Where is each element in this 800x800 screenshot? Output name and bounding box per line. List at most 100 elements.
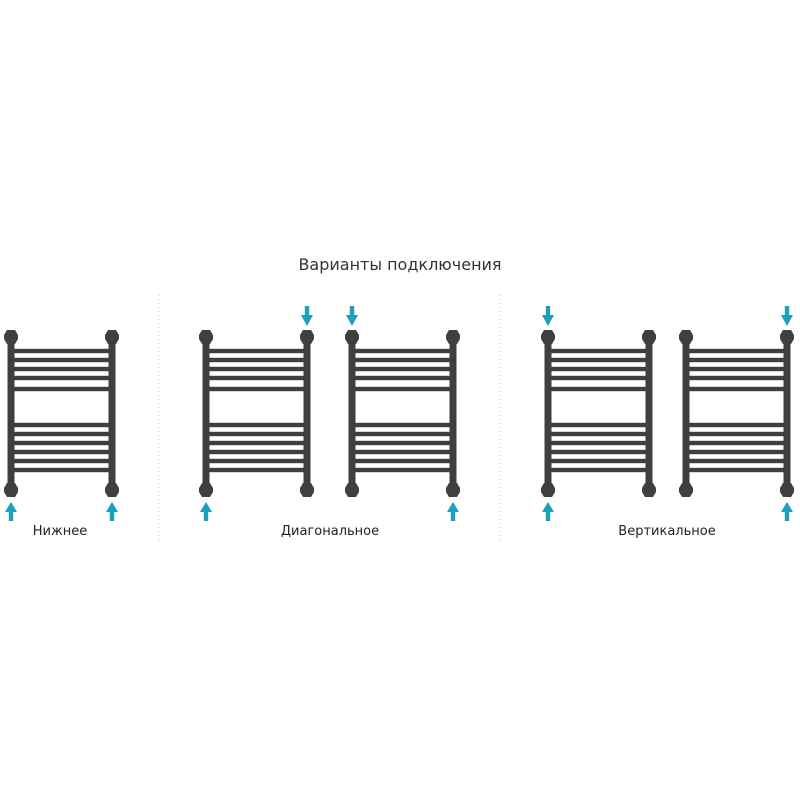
rail-vertical-2-bar-5 xyxy=(686,386,787,392)
rail-diagonal-1-bar-3 xyxy=(206,366,307,372)
rail-vertical-1-cap-top-left xyxy=(541,330,555,344)
rail-diagonal-2-bar-9 xyxy=(352,449,453,455)
rail-bottom-1-bar-9 xyxy=(11,449,112,455)
rail-bottom-1-bottom-right-arrow-up-icon-shaft xyxy=(109,511,115,521)
rail-bottom-1-post-left xyxy=(7,337,15,490)
rail-bottom-1-bottom-left-arrow-up-icon-head xyxy=(5,502,17,512)
rail-diagonal-1-cap-bottom-left xyxy=(199,483,213,497)
rail-diagonal-2-post-right xyxy=(449,337,457,490)
rail-vertical-1-bottom-left-arrow-up-icon-shaft xyxy=(545,511,551,521)
rail-diagonal-1-bottom-left-arrow-up-icon xyxy=(200,502,212,521)
rail-vertical-2-bar-11 xyxy=(686,467,787,473)
rail-diagonal-1-bar-7 xyxy=(206,431,307,437)
rails-layer xyxy=(4,306,794,521)
rail-diagonal-1-top-right-arrow-down-icon-shaft xyxy=(304,306,310,316)
caption-bottom: Нижнее xyxy=(32,524,88,539)
rail-vertical-2-post-left xyxy=(682,337,690,490)
rail-diagonal-1-bar-2 xyxy=(206,357,307,363)
rail-vertical-1-bottom-left-arrow-up-icon-head xyxy=(542,502,554,512)
rail-diagonal-1-top-right-arrow-down-icon xyxy=(301,306,313,326)
rail-vertical-2-bar-9 xyxy=(686,449,787,455)
rail-diagonal-1-bottom-left-arrow-up-icon-head xyxy=(200,502,212,512)
rail-diagonal-1-post-right xyxy=(303,337,311,490)
rail-vertical-2-bar-7 xyxy=(686,431,787,437)
rail-vertical-2-towel-rail-icon xyxy=(679,306,794,521)
rail-vertical-1-bar-4 xyxy=(548,375,649,381)
rail-vertical-2-bar-6 xyxy=(686,422,787,428)
rail-bottom-1-bar-8 xyxy=(11,440,112,446)
rail-diagonal-1-post-left xyxy=(202,337,210,490)
rail-vertical-2-cap-top-right xyxy=(780,330,794,344)
rail-vertical-1-cap-bottom-left xyxy=(541,483,555,497)
rail-diagonal-2-top-left-arrow-down-icon xyxy=(346,306,358,326)
rail-diagonal-2-bar-2 xyxy=(352,357,453,363)
rail-vertical-1-bottom-left-arrow-up-icon xyxy=(542,502,554,521)
rail-vertical-2-post-right xyxy=(783,337,791,490)
rail-vertical-1-top-left-arrow-down-icon-head xyxy=(542,315,554,326)
rail-vertical-2-bar-10 xyxy=(686,458,787,464)
rail-bottom-1-bar-10 xyxy=(11,458,112,464)
rail-vertical-1-post-left xyxy=(544,337,552,490)
rail-vertical-1-bar-7 xyxy=(548,431,649,437)
rail-diagonal-2-cap-bottom-left xyxy=(345,483,359,497)
rail-diagonal-1-bar-9 xyxy=(206,449,307,455)
rail-bottom-1-bar-11 xyxy=(11,467,112,473)
rail-diagonal-2-bottom-right-arrow-up-icon xyxy=(447,502,459,521)
rail-vertical-1-towel-rail-icon xyxy=(541,306,656,521)
rail-diagonal-1-bar-11 xyxy=(206,467,307,473)
rail-diagonal-2-top-left-arrow-down-icon-shaft xyxy=(349,306,355,316)
rail-bottom-1-bar-5 xyxy=(11,386,112,392)
rail-bottom-1-bar-3 xyxy=(11,366,112,372)
rail-vertical-1-bar-9 xyxy=(548,449,649,455)
rail-diagonal-1-cap-top-left xyxy=(199,330,213,344)
rail-vertical-1-bar-8 xyxy=(548,440,649,446)
rail-diagonal-2-cap-bottom-right xyxy=(446,483,460,497)
rail-bottom-1-bar-4 xyxy=(11,375,112,381)
rail-vertical-1-bar-6 xyxy=(548,422,649,428)
rail-diagonal-1-top-right-arrow-down-icon-head xyxy=(301,315,313,326)
rail-diagonal-1-bar-6 xyxy=(206,422,307,428)
rail-vertical-2-cap-bottom-right xyxy=(780,483,794,497)
rail-diagonal-2-bar-3 xyxy=(352,366,453,372)
rail-diagonal-2-bar-4 xyxy=(352,375,453,381)
caption-diagonal: Диагональное xyxy=(280,524,380,539)
rail-vertical-1-cap-bottom-right xyxy=(642,483,656,497)
rail-diagonal-2-bar-10 xyxy=(352,458,453,464)
rail-bottom-1-bottom-left-arrow-up-icon xyxy=(5,502,17,521)
rail-bottom-1-bar-2 xyxy=(11,357,112,363)
rail-vertical-2-top-right-arrow-down-icon-shaft xyxy=(784,306,790,316)
rail-vertical-2-bar-8 xyxy=(686,440,787,446)
rail-diagonal-1-bar-10 xyxy=(206,458,307,464)
rail-bottom-1-bar-7 xyxy=(11,431,112,437)
rail-diagonal-1-cap-top-right xyxy=(300,330,314,344)
rail-vertical-2-top-right-arrow-down-icon xyxy=(781,306,793,326)
rail-diagonal-2-towel-rail-icon xyxy=(345,306,460,521)
rail-diagonal-1-bottom-left-arrow-up-icon-shaft xyxy=(203,511,209,521)
rail-diagonal-1-towel-rail-icon xyxy=(199,306,314,521)
rail-bottom-1-cap-bottom-left xyxy=(4,483,18,497)
rail-diagonal-2-bar-6 xyxy=(352,422,453,428)
rail-vertical-1-bar-2 xyxy=(548,357,649,363)
rail-vertical-2-cap-top-left xyxy=(679,330,693,344)
rail-diagonal-2-bottom-right-arrow-up-icon-shaft xyxy=(450,511,456,521)
rail-vertical-1-top-left-arrow-down-icon-shaft xyxy=(545,306,551,316)
rail-diagonal-1-bar-8 xyxy=(206,440,307,446)
rail-diagonal-1-bar-4 xyxy=(206,375,307,381)
rail-diagonal-1-bar-5 xyxy=(206,386,307,392)
rail-bottom-1-towel-rail-icon xyxy=(4,330,119,521)
rail-bottom-1-post-right xyxy=(108,337,116,490)
rail-vertical-2-bottom-right-arrow-up-icon xyxy=(781,502,793,521)
rail-bottom-1-bar-1 xyxy=(11,348,112,354)
rail-diagonal-2-post-left xyxy=(348,337,356,490)
rail-bottom-1-bottom-right-arrow-up-icon xyxy=(106,502,118,521)
rail-diagonal-2-bar-7 xyxy=(352,431,453,437)
rail-vertical-2-bar-3 xyxy=(686,366,787,372)
rail-bottom-1-bottom-left-arrow-up-icon-shaft xyxy=(8,511,14,521)
rail-diagonal-2-bottom-right-arrow-up-icon-head xyxy=(447,502,459,512)
rail-diagonal-2-bar-1 xyxy=(352,348,453,354)
rail-diagonal-2-cap-top-right xyxy=(446,330,460,344)
rail-vertical-1-bar-3 xyxy=(548,366,649,372)
rail-diagonal-2-top-left-arrow-down-icon-head xyxy=(346,315,358,326)
diagram-title: Варианты подключения xyxy=(298,255,502,274)
